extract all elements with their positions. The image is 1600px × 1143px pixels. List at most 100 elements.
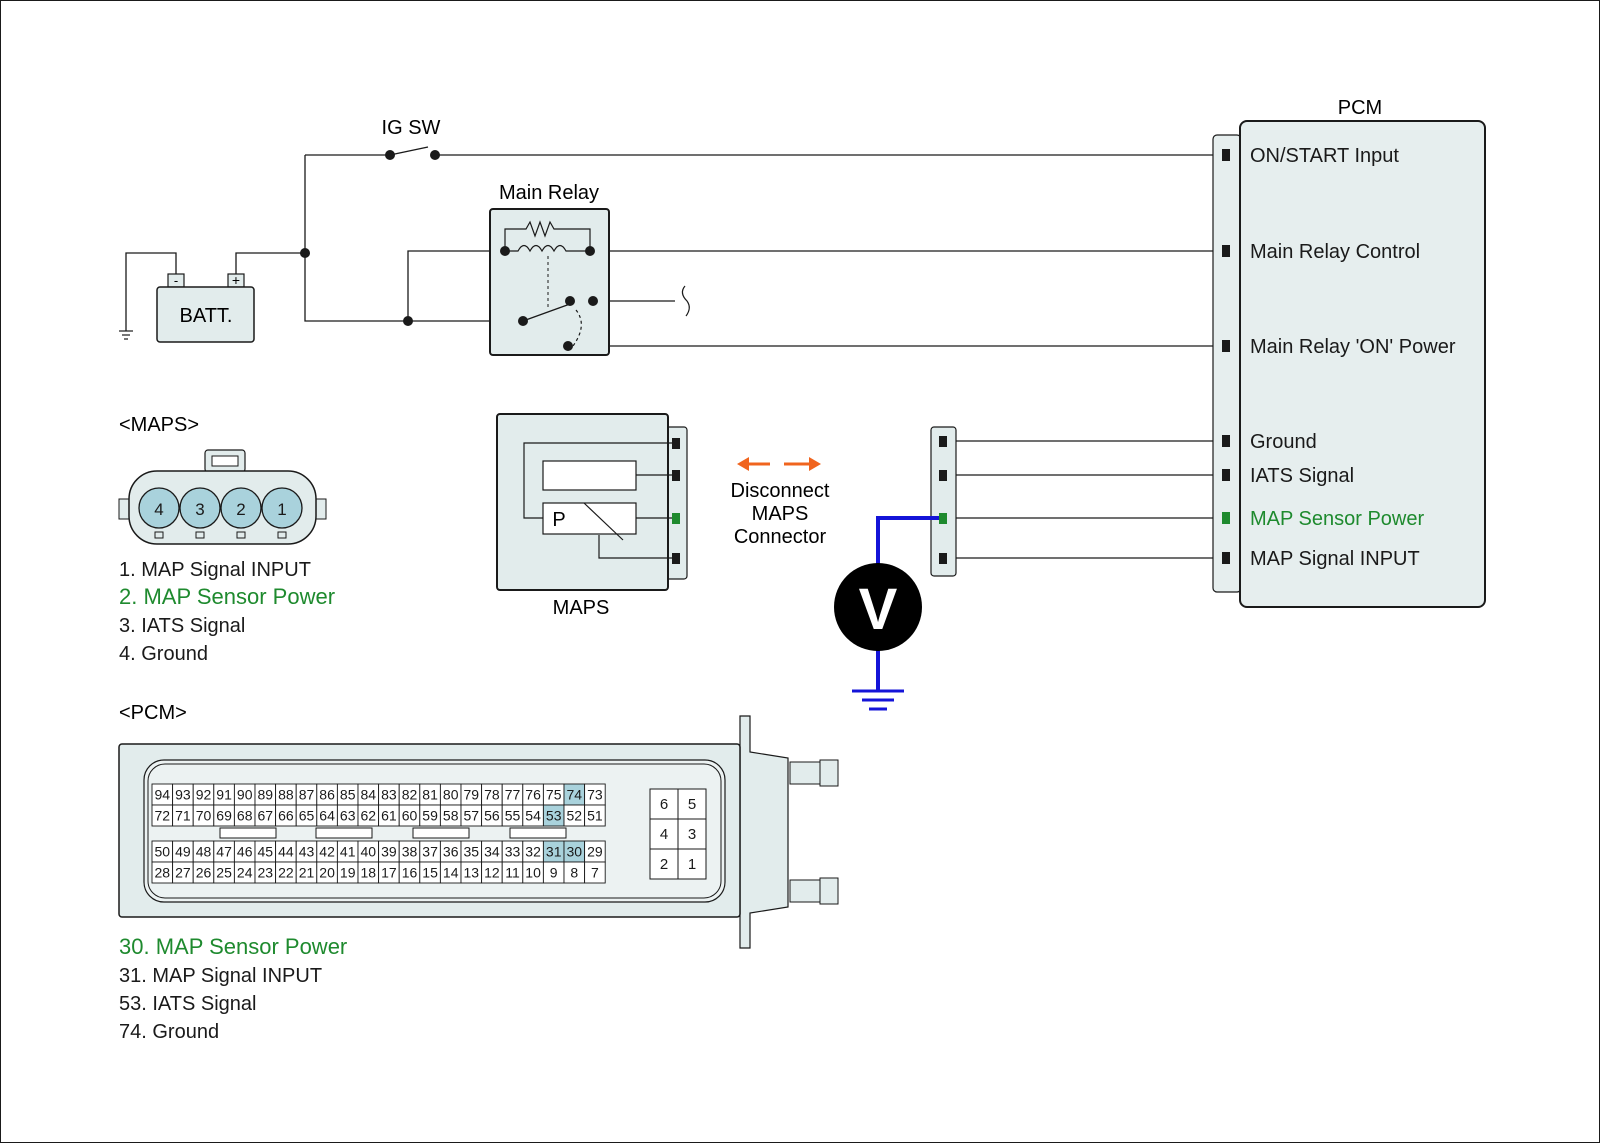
- pcm-pin-number: 47: [216, 844, 232, 860]
- maps-element: [542, 460, 637, 491]
- pcm-pin-number: 74: [567, 787, 583, 803]
- pcm-pin-number: 19: [340, 865, 356, 881]
- maps-pin-number: 1: [277, 500, 286, 519]
- pcm-pin-number: 30: [567, 844, 583, 860]
- ig-switch-label: IG SW: [382, 117, 441, 139]
- pcm-pin-number: 50: [155, 844, 171, 860]
- pcm-terminal-label: ON/START Input: [1250, 145, 1399, 167]
- main-relay-on-power-wire: [593, 300, 1226, 347]
- pcm-terminal-label: MAP Sensor Power: [1250, 508, 1424, 530]
- pcm-pin-number: 27: [175, 865, 191, 881]
- pcm-pin-number: 34: [484, 844, 500, 860]
- pcm-pin-number: 20: [319, 865, 335, 881]
- main-relay: Main Relay: [489, 182, 610, 356]
- legend-line: 3. IATS Signal: [119, 615, 245, 637]
- battery-ground-symbol: [119, 330, 133, 340]
- pcm-pin-number: 16: [402, 865, 418, 881]
- pcm-terminal-pin: [1222, 512, 1230, 524]
- pcm-pin-number: 86: [319, 787, 335, 803]
- pcm-small-pin-number: 6: [660, 796, 668, 813]
- pcm-pin-number: 22: [278, 865, 294, 881]
- instruction-line: Disconnect: [731, 480, 830, 502]
- battery: - + BATT.: [156, 272, 255, 343]
- pcm-pin-number: 23: [258, 865, 274, 881]
- pcm-terminal-label: Main Relay 'ON' Power: [1250, 336, 1456, 358]
- pcm-pin-number: 49: [175, 844, 191, 860]
- maps-pin-number: 3: [195, 500, 204, 519]
- pcm-pin-number: 69: [216, 808, 232, 824]
- pcm-terminal-pin: [1222, 149, 1230, 161]
- pcm-pin-number: 44: [278, 844, 294, 860]
- pcm-pin-number: 60: [402, 808, 418, 824]
- maps-pin-number: 4: [154, 500, 163, 519]
- relay-coil: [505, 244, 590, 253]
- legend-line: 1. MAP Signal INPUT: [119, 559, 311, 581]
- relay-coil-feed-wire: [407, 250, 505, 321]
- pcm-pin-number: 59: [422, 808, 438, 824]
- battery-feed-wire: [304, 155, 519, 322]
- pcm-pin-number: 55: [505, 808, 521, 824]
- pcm-pin-number: 35: [464, 844, 480, 860]
- pcm-pin-number: 70: [196, 808, 212, 824]
- pcm-pin-number: 29: [587, 844, 603, 860]
- pcm-pin-number: 90: [237, 787, 253, 803]
- pcm-pin-number: 26: [196, 865, 212, 881]
- maps-pin-latch: [195, 531, 205, 539]
- battery-positive-wire: [235, 252, 305, 274]
- maps-pin-latch: [154, 531, 164, 539]
- pcm-pin-number: 45: [258, 844, 274, 860]
- pcm-connector-keys: [219, 827, 567, 839]
- maps-connector-title: <MAPS>: [119, 414, 199, 436]
- pcm-terminal-pin: [1222, 552, 1230, 564]
- maps-sensor: P MAPS: [496, 413, 688, 619]
- pcm-pin-number: 12: [484, 865, 500, 881]
- maps-pin-latch: [236, 531, 246, 539]
- pcm-small-pin-cell: [649, 788, 679, 820]
- pcm-pin-number: 41: [340, 844, 356, 860]
- pcm-pin-number: 92: [196, 787, 212, 803]
- pcm-pin-number: 89: [258, 787, 274, 803]
- connector-key: [219, 827, 277, 839]
- maps-connector-pin: [138, 487, 180, 529]
- pcm-pin-number: 8: [570, 865, 578, 881]
- pcm-small-pin-number: 5: [688, 796, 696, 813]
- pcm-pin-number: 43: [299, 844, 315, 860]
- voltmeter: V: [834, 516, 939, 711]
- maps-connector-pin: [220, 487, 262, 529]
- pcm-pin-number: 94: [155, 787, 171, 803]
- pcm-pin-number: 52: [567, 808, 583, 824]
- pcm-pin-number: 39: [381, 844, 397, 860]
- legend-line: 31. MAP Signal INPUT: [119, 965, 322, 987]
- instruction-line: Connector: [734, 526, 827, 548]
- disconnect-instruction: Disconnect MAPS Connector: [731, 457, 830, 548]
- maps-label: MAPS: [553, 597, 610, 619]
- pcm-small-pin-number: 3: [688, 826, 696, 843]
- pcm-pin-number: 75: [546, 787, 562, 803]
- pcm-terminal-label: Ground: [1250, 431, 1317, 453]
- pcm-terminal-label: MAP Signal INPUT: [1250, 548, 1420, 570]
- pcm-pin-number: 17: [381, 865, 397, 881]
- pcm-pin-number: 11: [505, 865, 520, 881]
- pcm-pin-number: 65: [299, 808, 315, 824]
- voltmeter-icon: [834, 563, 922, 651]
- instruction-line: MAPS: [752, 503, 809, 525]
- pcm-pin-number: 18: [361, 865, 377, 881]
- pcm-pin-number: 14: [443, 865, 459, 881]
- junction-dot: [300, 248, 310, 258]
- pcm-pin-number: 82: [402, 787, 418, 803]
- pcm-pin-number: 42: [319, 844, 335, 860]
- pcm-pin-number: 24: [237, 865, 253, 881]
- legend-line: 2. MAP Sensor Power: [119, 584, 335, 609]
- pcm-pin-number: 58: [443, 808, 459, 824]
- pcm-small-pin-number: 4: [660, 826, 668, 843]
- pcm-pin-number: 40: [361, 844, 377, 860]
- pcm-pin-number: 72: [155, 808, 171, 824]
- voltmeter-symbol: V: [859, 577, 898, 642]
- maps-connector-pin: [179, 487, 221, 529]
- pcm-pin-number: 62: [361, 808, 377, 824]
- junction-dot: [403, 316, 413, 326]
- pcm-pin-number: 78: [484, 787, 500, 803]
